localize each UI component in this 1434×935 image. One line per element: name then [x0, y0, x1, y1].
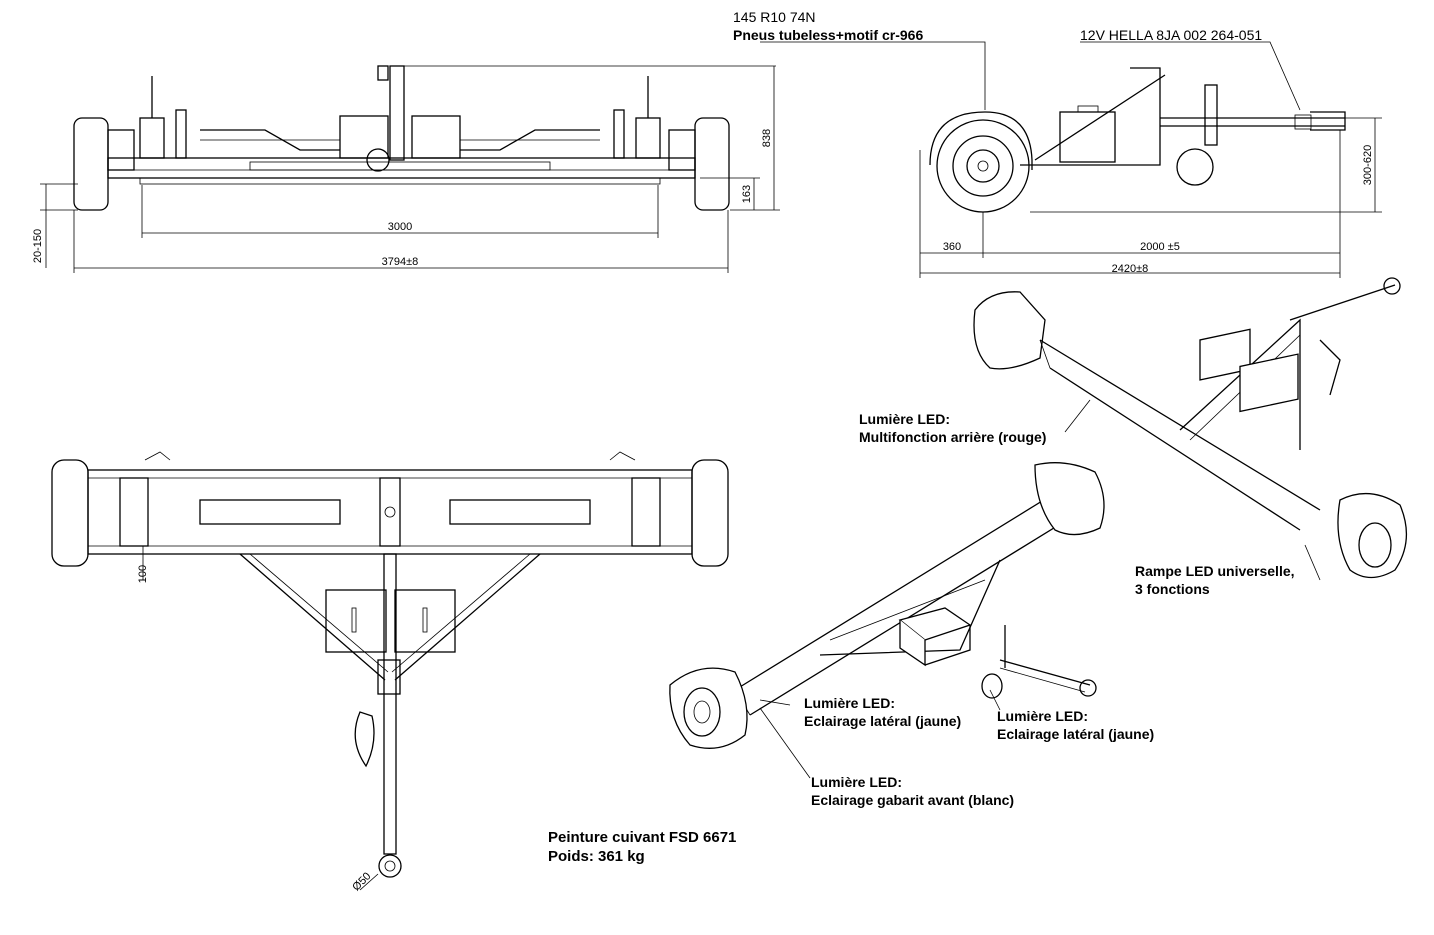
iso-view-rear [973, 277, 1408, 581]
rear-light-callout: Lumière LED: Multifonction arrière (roug… [859, 410, 1046, 446]
spec-block: Peinture cuivant FSD 6671 Poids: 361 kg [548, 828, 736, 866]
iso-view-front [669, 462, 1105, 779]
leader-front [759, 707, 811, 779]
top-view-frame [87, 469, 693, 555]
tire-type-label: Pneus tubeless+motif cr-966 [733, 27, 924, 43]
iso-rear-left-wheel [973, 291, 1046, 370]
dim-beam-offset-text: 100 [137, 565, 149, 583]
front-view-beam [107, 157, 696, 179]
front-light-title: Lumière LED: [811, 774, 903, 790]
ramp-callout: Rampe LED universelle, 3 fonctions [1135, 562, 1295, 598]
dim-track-text: 3000 [388, 221, 412, 233]
dim-overall-length-text: 2420±8 [1112, 263, 1149, 275]
leader-light [1080, 41, 1301, 111]
dim-wheelbase-text: 2000 ±5 [1140, 241, 1180, 253]
dim-drawbar-height-text: 300-620 [1362, 145, 1374, 185]
side-left-title: Lumière LED: [804, 695, 896, 711]
front-view: 3000 3794±8 838 163 20-150 [32, 65, 780, 273]
front-view-right-wheel [694, 117, 730, 211]
front-light-desc: Eclairage gabarit avant (blanc) [811, 792, 1015, 808]
iso-front-right-wheel [1034, 462, 1105, 536]
light-ref-label: 12V HELLA 8JA 002 264-051 [1080, 27, 1263, 43]
side-left-desc: Eclairage latéral (jaune) [804, 713, 962, 729]
ramp-line1: Rampe LED universelle, [1135, 563, 1295, 579]
top-view-box-right [394, 589, 456, 653]
dim-overall-width-text: 3794±8 [382, 256, 419, 268]
front-view-left-wheel [73, 117, 109, 211]
paint-spec: Peinture cuivant FSD 6671 [548, 829, 737, 846]
front-light-callout: Lumière LED: Eclairage gabarit avant (bl… [811, 773, 1014, 809]
dim-hitch-range-text: 20-150 [32, 229, 44, 263]
side-right-callout: Lumière LED: Eclairage latéral (jaune) [997, 707, 1154, 743]
ramp-line2: 3 fonctions [1135, 581, 1210, 597]
leader-ramp [1304, 544, 1321, 581]
iso-rear-right-wheel [1337, 492, 1408, 579]
top-view-box-left [325, 589, 387, 653]
leader-tire [760, 41, 986, 110]
weight-spec: Poids: 361 kg [548, 848, 645, 865]
top-view-hitch-eye [378, 854, 402, 878]
side-view-wheel [936, 119, 1030, 213]
side-view: 360 2000 ±5 2420±8 300-620 [760, 41, 1382, 278]
leader-rear-light [1064, 399, 1091, 433]
side-right-desc: Eclairage latéral (jaune) [997, 726, 1155, 742]
top-view-left-wheel [51, 459, 89, 567]
dim-eye-diameter-text: Ø50 [350, 870, 373, 893]
tire-size-label: 145 R10 74N [733, 9, 816, 25]
top-view-right-wheel [691, 459, 729, 567]
side-left-callout: Lumière LED: Eclairage latéral (jaune) [804, 694, 961, 730]
dim-clearance-text: 163 [741, 185, 753, 203]
rear-light-desc: Multifonction arrière (rouge) [859, 429, 1047, 445]
dim-overhang-text: 360 [943, 241, 961, 253]
side-right-title: Lumière LED: [997, 708, 1089, 724]
rear-light-title: Lumière LED: [859, 411, 951, 427]
top-view: 100 Ø50 [51, 451, 729, 893]
dim-overall-height-text: 838 [761, 129, 773, 147]
leader-side-left [759, 699, 791, 706]
iso-front-left-wheel [669, 667, 748, 749]
leader-side-right [989, 689, 1001, 711]
